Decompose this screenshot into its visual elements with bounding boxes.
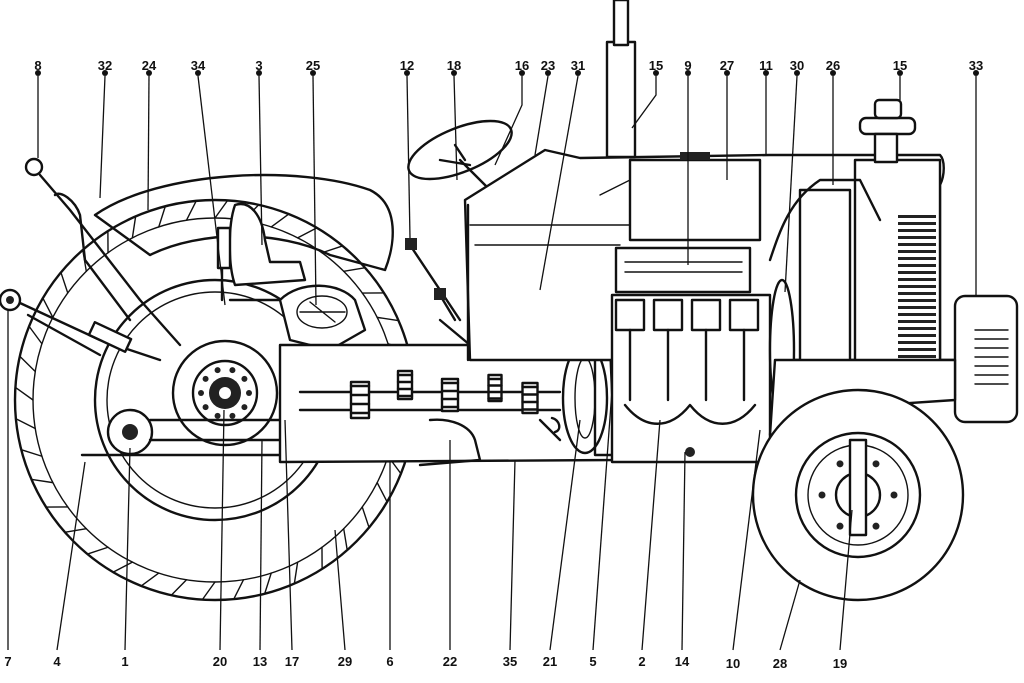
callout-7: 7 xyxy=(4,654,11,669)
callout-5: 5 xyxy=(589,654,596,669)
callout-33: 33 xyxy=(969,58,983,73)
callout-12: 12 xyxy=(400,58,414,73)
callout-35: 35 xyxy=(503,654,517,669)
callout-34: 34 xyxy=(191,58,206,73)
callout-22: 22 xyxy=(443,654,457,669)
callout-6: 6 xyxy=(386,654,393,669)
callouts-top: 8 32 24 34 3 25 12 18 16 23 31 15 9 27 1… xyxy=(34,58,983,73)
callout-21: 21 xyxy=(543,654,557,669)
callout-32: 32 xyxy=(98,58,112,73)
callout-4: 4 xyxy=(53,654,61,669)
hydraulic-lift-housing xyxy=(278,284,367,352)
callout-3: 3 xyxy=(255,58,262,73)
gear-lever xyxy=(405,238,472,347)
callout-31: 31 xyxy=(571,58,585,73)
callout-14: 14 xyxy=(675,654,690,669)
callout-29: 29 xyxy=(338,654,352,669)
callout-19: 19 xyxy=(833,656,847,671)
callout-23: 23 xyxy=(541,58,555,73)
fuel-tank xyxy=(628,152,762,242)
callout-9: 9 xyxy=(684,58,691,73)
air-cleaner xyxy=(858,98,917,164)
callout-25: 25 xyxy=(306,58,320,73)
callouts-bottom: 7 4 1 20 13 17 29 6 22 35 21 5 2 14 10 2… xyxy=(4,654,847,671)
front-wheel xyxy=(751,388,965,602)
callout-26: 26 xyxy=(826,58,840,73)
transmission xyxy=(278,343,617,467)
callout-13: 13 xyxy=(253,654,267,669)
callout-20: 20 xyxy=(213,654,227,669)
drawbar-pto xyxy=(80,408,302,457)
callout-15-exhaust: 15 xyxy=(649,58,663,73)
callout-30: 30 xyxy=(790,58,804,73)
callout-17: 17 xyxy=(285,654,299,669)
leader-dots xyxy=(35,70,979,76)
callout-15-aircleaner: 15 xyxy=(893,58,907,73)
callout-28: 28 xyxy=(773,656,787,671)
callout-16: 16 xyxy=(515,58,529,73)
rear-axle-hub xyxy=(171,339,279,447)
callout-8: 8 xyxy=(34,58,41,73)
three-point-linkage xyxy=(0,157,182,362)
callout-1: 1 xyxy=(121,654,128,669)
callout-2: 2 xyxy=(638,654,645,669)
callout-10: 10 xyxy=(726,656,740,671)
callout-24: 24 xyxy=(142,58,157,73)
callout-27: 27 xyxy=(720,58,734,73)
tractor-illustration xyxy=(0,0,1019,602)
exhaust-stack xyxy=(605,0,637,159)
engine-block xyxy=(610,246,772,464)
callout-18: 18 xyxy=(447,58,461,73)
callout-11: 11 xyxy=(759,58,773,73)
callout-leader-lines xyxy=(7,75,977,651)
